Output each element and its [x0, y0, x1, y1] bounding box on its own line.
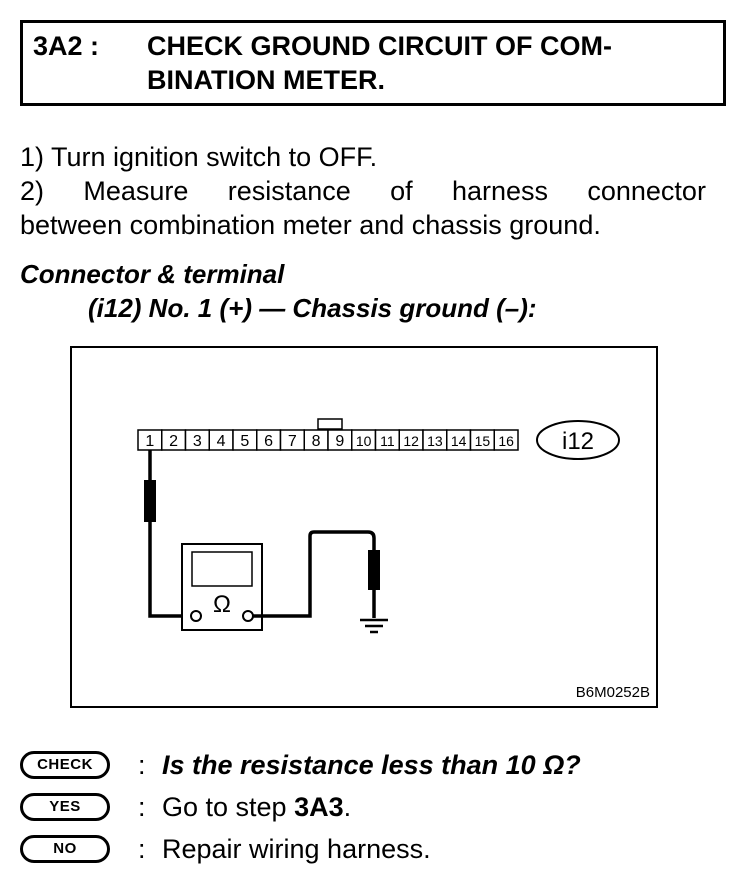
connector-label-oval — [536, 420, 620, 460]
figure-code: B6M0252B — [575, 684, 650, 701]
step-header-box: 3A2 : CHECK GROUND CIRCUIT OF COM- BINAT… — [20, 20, 726, 106]
step-2-word: of — [390, 176, 413, 206]
connector-pin-number: 9 — [335, 433, 344, 450]
yes-text: Go to step — [162, 792, 295, 822]
connector-terminal-spec: (i12) No. 1 (+) — Chassis ground (–): — [88, 293, 537, 323]
connector-pin-number: 10 — [356, 433, 372, 449]
ohmmeter-display — [191, 551, 253, 587]
connector-pin-number: 16 — [498, 433, 514, 449]
step-2-word: connector — [587, 176, 706, 206]
check-question: Is the resistance less than 10 Ω? — [162, 750, 581, 780]
colon: : — [138, 792, 146, 822]
connector-pin-cell — [493, 429, 519, 451]
check-row: CHECK : Is the resistance less than 10 Ω… — [20, 748, 720, 782]
connector-pin-number: 11 — [380, 433, 395, 449]
probe-positive — [144, 480, 156, 522]
procedure-step-1: 1) Turn ignition switch to OFF. — [20, 142, 378, 172]
no-badge: NO — [20, 835, 110, 863]
yes-badge: YES — [20, 793, 110, 821]
connector-pin-number: 2 — [169, 433, 178, 450]
procedure-steps: 1) Turn ignition switch to OFF. 2) Measu… — [20, 140, 706, 242]
connector-terminal-heading: Connector & terminal — [20, 259, 285, 289]
yes-row: YES : Go to step 3A3. — [20, 790, 720, 824]
connector-pin-number: 5 — [240, 433, 249, 450]
connector-label: i12 — [562, 428, 594, 455]
yes-target-step: 3A3 — [294, 792, 344, 822]
connector-pin-number: 3 — [193, 433, 202, 450]
no-answer: Repair wiring harness. — [162, 834, 431, 864]
connector-pin-number: 15 — [475, 433, 491, 449]
connector-pin-number: 13 — [427, 433, 443, 449]
step-2-word: harness — [451, 176, 549, 206]
no-row: NO : Repair wiring harness. — [20, 832, 720, 866]
colon: : — [138, 750, 146, 780]
probe-wire-ground — [253, 530, 376, 618]
ohm-symbol: Ω — [213, 591, 231, 618]
connector-pin-number: 4 — [217, 433, 226, 450]
colon: : — [138, 834, 146, 864]
connector-pin-number: 1 — [145, 433, 154, 450]
step-2-word: resistance — [227, 176, 351, 206]
connector-pin-number: 14 — [451, 433, 467, 449]
yes-answer: Go to step 3A3. — [162, 790, 351, 824]
connector-pin-number: 7 — [288, 433, 297, 450]
yes-end: . — [343, 792, 352, 822]
step-title: CHECK GROUND CIRCUIT OF COM- BINATION ME… — [147, 31, 612, 95]
meter-terminal-left — [190, 610, 202, 622]
connector-pin-number: 8 — [312, 433, 321, 450]
step-id: 3A2 : — [33, 31, 100, 61]
connector-pin-number: 6 — [264, 433, 273, 450]
step-2-word: 2) — [20, 176, 45, 206]
connector-pin-number: 12 — [403, 433, 419, 449]
connector-latch — [317, 418, 343, 430]
meter-terminal-right — [242, 610, 254, 622]
procedure-step-2: 2) Measure resistance of harness connect… — [20, 174, 706, 208]
procedure-step-2-continued: between combination meter and chassis gr… — [20, 210, 601, 240]
step-2-word: Measure — [83, 176, 189, 206]
probe-negative — [368, 550, 380, 590]
check-badge: CHECK — [20, 751, 110, 779]
